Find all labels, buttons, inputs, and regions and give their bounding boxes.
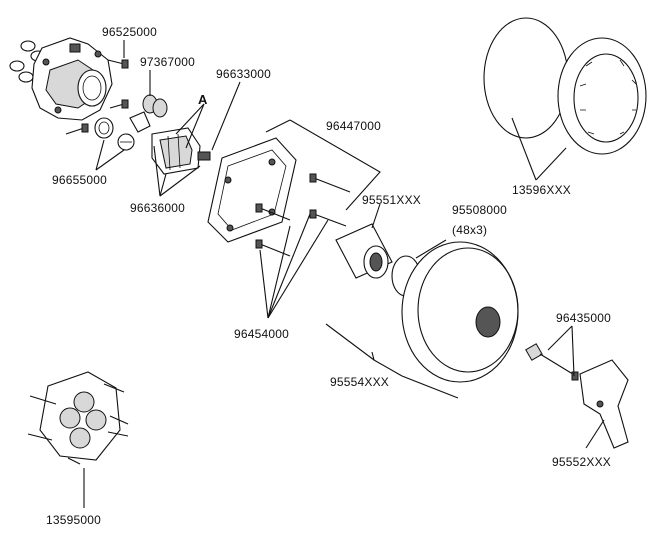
label-A: A — [198, 92, 208, 107]
screws — [255, 173, 351, 257]
label-95554XXX: 95554XXX — [330, 375, 389, 389]
label-96435000: 96435000 — [556, 311, 611, 325]
part-labels: 96525000 97367000 96633000 A 96655000 96… — [46, 25, 611, 527]
label-96636000: 96636000 — [130, 201, 185, 215]
mounting-plate — [207, 137, 297, 243]
label-13595000: 13595000 — [46, 513, 101, 527]
label-97367000: 97367000 — [140, 55, 195, 69]
leader-lines — [83, 40, 605, 508]
label-48x3: (48x3) — [452, 223, 487, 237]
sleeve — [335, 223, 393, 279]
trim-plate — [401, 241, 519, 383]
label-96633000: 96633000 — [216, 67, 271, 81]
label-95508000: 95508000 — [452, 203, 507, 217]
handle — [525, 343, 629, 449]
cover-ring — [483, 17, 647, 155]
rough-in-body — [27, 371, 129, 465]
label-96525000: 96525000 — [102, 25, 157, 39]
valve-body — [9, 37, 168, 151]
label-13596XXX: 13596XXX — [512, 183, 571, 197]
label-96655000: 96655000 — [52, 173, 107, 187]
cartridge — [151, 127, 211, 175]
label-96454000: 96454000 — [234, 327, 289, 341]
label-95552XXX: 95552XXX — [552, 455, 611, 469]
label-96447000: 96447000 — [326, 119, 381, 133]
label-95551XXX: 95551XXX — [362, 193, 421, 207]
